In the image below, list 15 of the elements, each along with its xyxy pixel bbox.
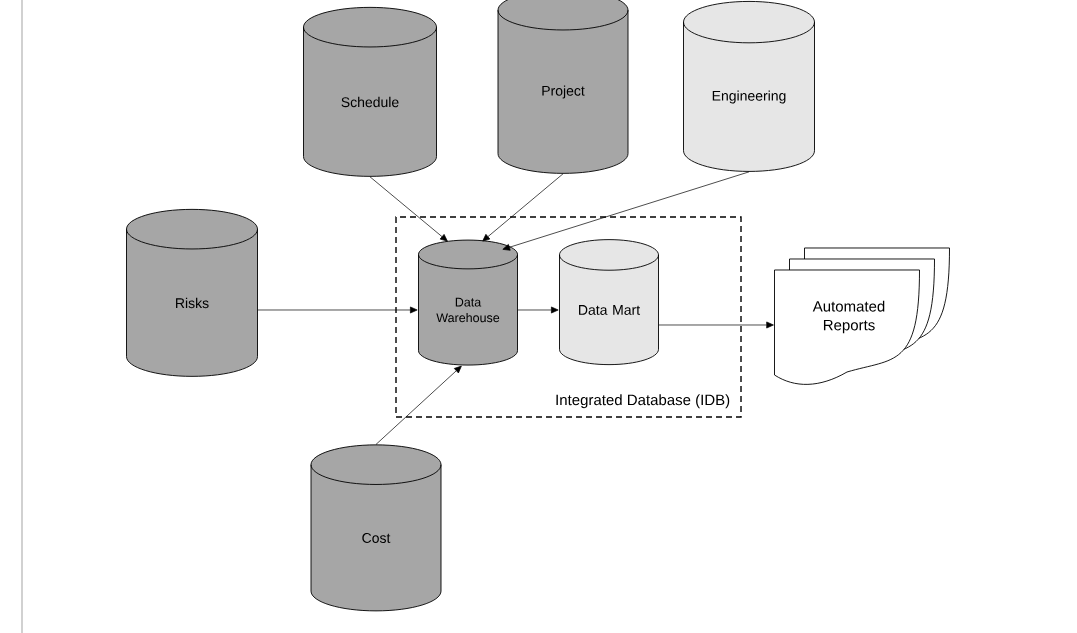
arrow bbox=[517, 306, 559, 314]
database-cylinder: Project bbox=[497, 0, 629, 174]
database-cylinder: Engineering bbox=[683, 0, 815, 172]
database-cylinder: Risks bbox=[126, 208, 258, 377]
database-cylinder: Cost bbox=[310, 444, 442, 612]
database-cylinder: Data Warehouse bbox=[418, 239, 518, 366]
arrow bbox=[257, 306, 418, 314]
document-stack: Automated Reports bbox=[774, 247, 950, 385]
arrow bbox=[375, 365, 462, 445]
database-cylinder: Data Mart bbox=[559, 239, 659, 366]
arrow bbox=[658, 321, 774, 329]
arrow bbox=[482, 173, 564, 242]
arrow bbox=[502, 171, 750, 251]
arrow bbox=[369, 176, 448, 242]
database-cylinder: Schedule bbox=[303, 6, 437, 177]
